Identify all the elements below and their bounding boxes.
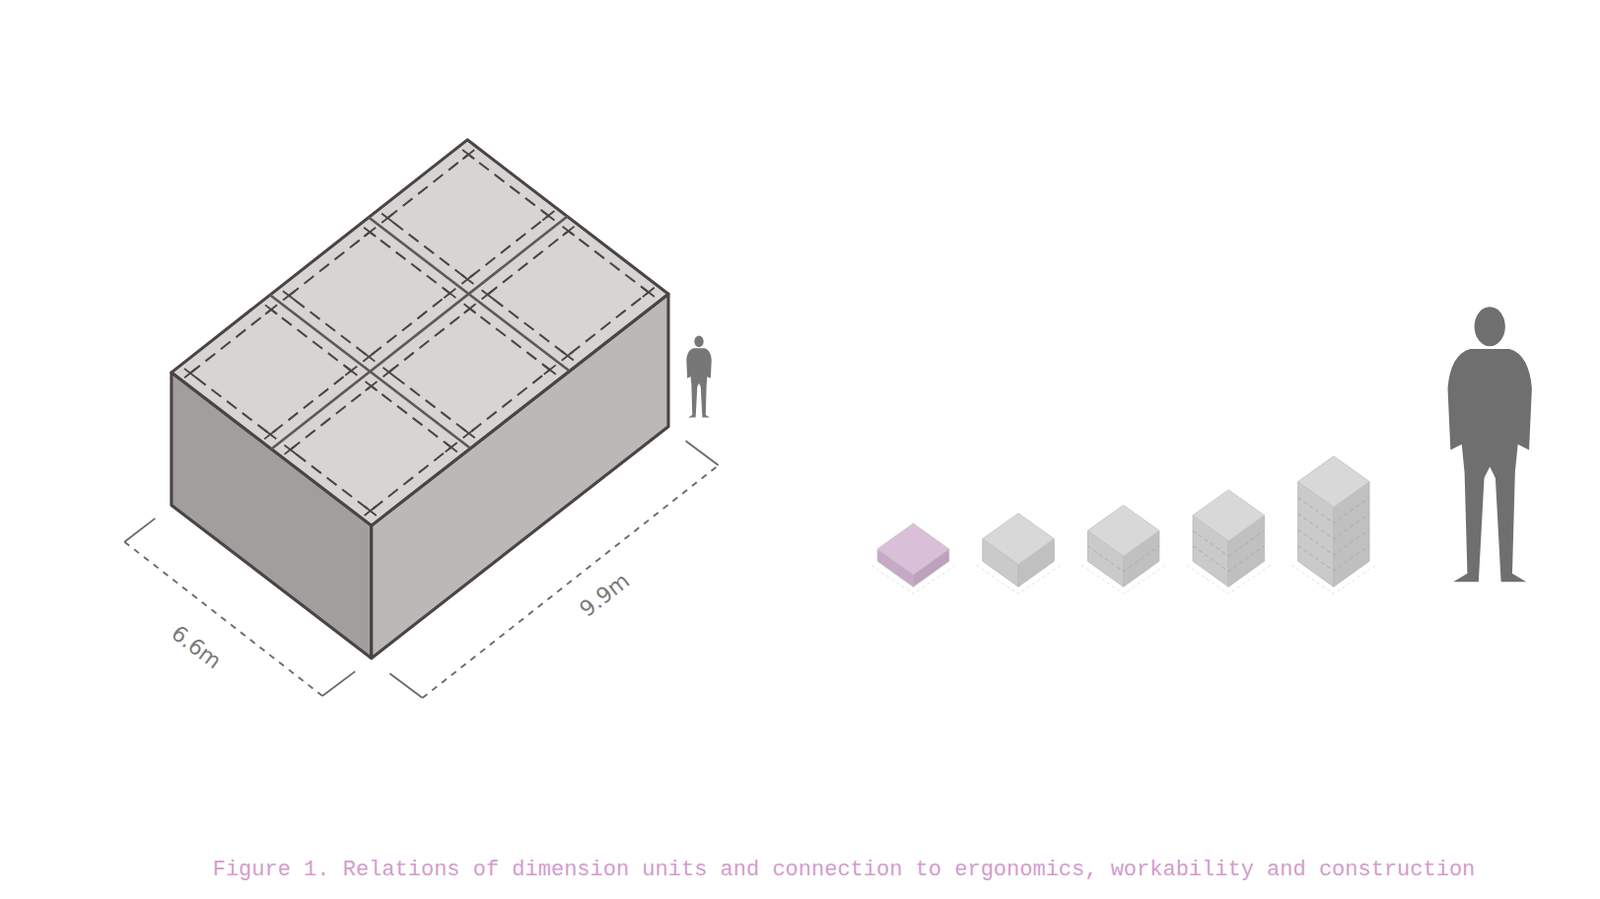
- dimension-tick: [389, 673, 422, 698]
- block-top-face: [1087, 504, 1159, 557]
- panel-tick: [445, 442, 458, 452]
- panel-tick: [544, 364, 557, 374]
- small-person: [686, 335, 711, 418]
- unit-block: [1081, 504, 1166, 594]
- block-layer-line: [1087, 546, 1159, 572]
- block-dimension-line: [1081, 564, 1166, 594]
- dimension-line: [422, 465, 719, 698]
- large-person: [1448, 306, 1532, 582]
- panel-tick: [282, 290, 295, 300]
- panel-tick: [482, 289, 494, 299]
- panel-tick: [542, 210, 555, 220]
- panel-tick: [184, 368, 197, 378]
- panel-tick: [561, 350, 574, 360]
- panel-tick: [462, 149, 475, 159]
- panel-outline: [190, 309, 351, 435]
- dimension-label: 6.6m: [166, 620, 226, 674]
- unit-block: [871, 523, 956, 594]
- person-body: [686, 347, 711, 418]
- panel-tick: [463, 428, 476, 438]
- dimension-label: 9.9m: [574, 567, 634, 622]
- block-dimension-line: [976, 564, 1061, 594]
- block-layer-line: [1298, 529, 1370, 556]
- block-layer-line: [1298, 497, 1370, 524]
- block-layer-line: [1192, 546, 1264, 572]
- dimension-line: [124, 542, 323, 696]
- panel-tick: [265, 304, 278, 314]
- person-body: [1448, 348, 1532, 582]
- block-dimension-line: [1291, 564, 1376, 594]
- dimension-lines: [124, 440, 718, 698]
- panel-tick: [345, 365, 357, 375]
- panel-tick: [463, 303, 476, 313]
- panel-outline: [289, 386, 451, 512]
- figure-caption: Figure 1. Relations of dimension units a…: [212, 857, 1476, 883]
- dimension-tick: [322, 671, 355, 696]
- person-head: [694, 335, 703, 348]
- panel-outline: [288, 231, 450, 357]
- block-layer-line: [1298, 513, 1370, 540]
- panel-tick: [264, 429, 277, 439]
- block-dimension-line: [1186, 564, 1271, 594]
- panel-tick: [382, 367, 395, 377]
- panel-tick: [362, 351, 375, 361]
- dimension-tick: [686, 440, 719, 466]
- unit-block: [976, 513, 1061, 595]
- unit-block: [1291, 456, 1376, 595]
- unit-block: [1186, 489, 1271, 595]
- block-layer-line: [1298, 545, 1370, 571]
- panel-outline: [487, 230, 649, 356]
- block-dimension-line: [871, 564, 956, 594]
- block-layer-line: [1192, 530, 1264, 557]
- panel-tick: [461, 275, 474, 284]
- module-box: [171, 139, 669, 659]
- dimension-tick: [124, 518, 155, 543]
- block-top-face: [982, 513, 1054, 565]
- panel-tick: [381, 212, 394, 222]
- panel-tick: [363, 227, 376, 237]
- panel-tick: [364, 381, 377, 391]
- block-top-face: [877, 523, 949, 575]
- panel-outline: [389, 308, 551, 434]
- panel-tick: [283, 444, 296, 454]
- panel-tick: [364, 506, 377, 516]
- panel-tick: [562, 226, 575, 236]
- panel-tick: [443, 288, 456, 298]
- box-top-face: [171, 139, 669, 526]
- block-top-face: [1298, 456, 1370, 508]
- block-top-face: [1192, 489, 1264, 542]
- panel-joint: [271, 215, 567, 449]
- panel-tick: [642, 287, 655, 297]
- panel-outline: [387, 154, 549, 280]
- person-head: [1474, 306, 1506, 347]
